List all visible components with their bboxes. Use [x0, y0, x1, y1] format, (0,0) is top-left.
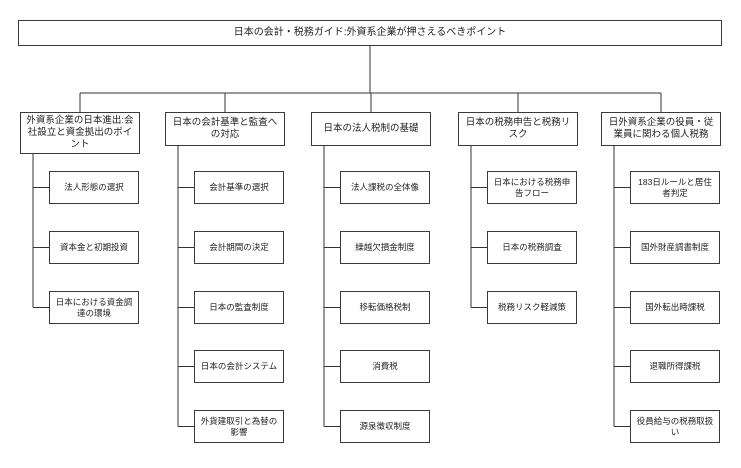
- column-2-header-box: 日本の会計基準と監査への対応: [165, 112, 285, 146]
- column-2-child-box: 日本の会計システム: [194, 350, 284, 383]
- column-2-child-box: 会計基準の選択: [194, 171, 284, 204]
- column-1-child-box: 資本金と初期投資: [49, 231, 139, 264]
- column-1-header-box: 外資系企業の日本進出:会社設立と資金拠出のポイント: [20, 112, 140, 154]
- column-3-child-box: 源泉徴収制度: [340, 410, 430, 443]
- column-2-child-box: 会計期間の決定: [194, 231, 284, 264]
- column-3-child-box: 繰越欠損金制度: [340, 231, 430, 264]
- column-3-child-box: 移転価格税制: [340, 291, 430, 324]
- column-2-child-box: 日本の監査制度: [194, 291, 284, 324]
- column-4-child-box: 税務リスク軽減策: [487, 291, 577, 324]
- column-3-child-box: 消費税: [340, 350, 430, 383]
- connector-path: [32, 46, 662, 427]
- root-title-box: 日本の会計・税務ガイド:外資系企業が押さえるべきポイント: [18, 20, 722, 46]
- column-5-child-box: 183日ルールと居住者判定: [630, 171, 720, 204]
- column-5-child-box: 役員給与の税務取扱い: [630, 410, 720, 443]
- column-4-header-box: 日本の税務申告と税務リスク: [458, 112, 578, 146]
- column-5-header-box: 日外資系企業の役員・従業員に関わる個人税務: [601, 112, 721, 146]
- column-1-child-box: 日本における資金調達の環境: [49, 291, 139, 324]
- column-1-child-box: 法人形態の選択: [49, 171, 139, 204]
- column-2-child-box: 外貨建取引と為替の影響: [194, 410, 284, 443]
- column-5-child-box: 国外転出時課税: [630, 291, 720, 324]
- column-4-child-box: 日本の税務調査: [487, 231, 577, 264]
- column-5-child-box: 国外財産調書制度: [630, 231, 720, 264]
- column-3-header-box: 日本の法人税制の基礎: [311, 112, 431, 146]
- column-3-child-box: 法人課税の全体像: [340, 171, 430, 204]
- column-5-child-box: 退職所得課税: [630, 350, 720, 383]
- column-4-child-box: 日本における税務申告フロー: [487, 171, 577, 204]
